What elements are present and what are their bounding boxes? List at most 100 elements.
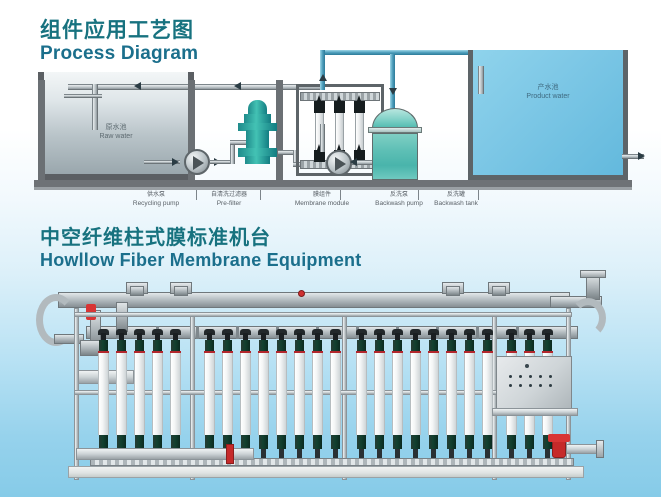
column-top-cap [483,340,492,353]
frame-top-beam [74,312,572,317]
column-body [204,353,215,435]
column-top-cap [507,340,516,353]
column-neck [243,333,248,341]
column-neck [431,333,436,341]
column-bottom-cap [429,435,438,449]
duct-riser [446,286,460,296]
pressure-indicator [298,290,305,297]
column-band [464,351,475,353]
suction-pipe [144,160,180,164]
column-bottom-cap [153,435,162,449]
column-top-cap [543,340,552,353]
column-bottom-cap [483,435,492,449]
equipment-base-skid [68,466,584,478]
column-neck [545,333,550,341]
panel-light [509,375,512,378]
column-bottom-cap [331,435,340,449]
membrane-cap-bottom [314,144,325,162]
flow-arrow-suction [172,158,179,166]
column-body [294,353,305,435]
column-shoulder [356,329,367,335]
panel-light [539,384,542,387]
column-foot [431,449,436,458]
column-shoulder [258,329,269,335]
ground-shadow [34,187,632,190]
column-foot [413,449,418,458]
column-body [152,353,163,435]
tank-post-left [38,80,45,182]
flow-arrow-backwash [350,158,357,166]
column-top-cap [375,340,384,353]
flow-arrow-backwash-feed [389,88,397,95]
column-foot [359,449,364,458]
callout-cn: 自清洗过滤器 [210,192,247,198]
column-body [356,353,367,435]
equipment-title-cn: 中空纤维柱式膜标准机台 [40,227,271,249]
column-body [134,353,145,435]
column-band [312,351,323,353]
column-neck [527,333,532,341]
column-top-cap [99,340,108,353]
column-bottom-cap [357,435,366,449]
manifold-rib [196,326,199,339]
column-neck [377,333,382,341]
callout-tick [340,190,341,200]
column-top-cap [153,340,162,353]
column-body [276,353,287,435]
column-bottom-cap [205,435,214,449]
column-foot [395,449,400,458]
panel-light [519,384,522,387]
manifold-rib [476,326,479,339]
column-band [170,351,181,353]
callout-en: Membrane module [294,199,350,207]
membrane-cap-top [314,95,325,113]
column-top-cap [117,340,126,353]
column-neck [297,333,302,341]
column-body [482,353,493,435]
process-flow-illustration: 原水池 Raw water [34,50,645,200]
column-neck [359,333,364,341]
prefilter-out-pipe [278,150,298,155]
column-shoulder [524,329,535,335]
panel-indicator-grid [509,375,555,397]
backwash-pump [326,150,352,176]
callout-recycling-pump: 供水泵 Recycling pump [126,192,186,208]
column-body [170,353,181,435]
column-shoulder [98,329,109,335]
product-water-label: 产水池 Product water [473,84,623,102]
column-foot [261,449,266,458]
column-neck [101,333,106,341]
column-bottom-cap [313,435,322,449]
column-band [542,351,553,353]
callout-backwash-tank: 反洗罐 Backwash tank [425,192,487,208]
column-band [374,351,385,353]
column-shoulder [330,329,341,335]
equipment-heading: 中空纤维柱式膜标准机台 Howllow Fiber Membrane Equip… [40,227,361,270]
column-top-cap [465,340,474,353]
flow-arrow-return [134,82,141,90]
column-band [506,351,517,353]
module-outlet-riser [320,50,325,90]
column-shoulder [428,329,439,335]
duct-riser [174,286,188,296]
column-shoulder [374,329,385,335]
column-band [428,351,439,353]
column-shoulder [134,329,145,335]
pump-riser [230,140,235,164]
pre-filter-flange-top [238,123,277,131]
panel-light [539,375,542,378]
right-red-valve-handle [548,434,570,442]
column-foot [527,449,532,458]
column-neck [119,333,124,341]
membrane-cap-top [334,95,345,113]
column-foot [297,449,302,458]
product-header-pipe [320,50,566,55]
process-title-en: Process Diagram [40,42,199,64]
callout-tick [260,190,261,200]
panel-selector-knob[interactable] [525,364,529,368]
callout-backwash-pump: 反洗泵 Backwash pump [368,192,430,208]
callout-en: Backwash tank [434,199,478,207]
column-body [240,353,251,435]
column-band [294,351,305,353]
